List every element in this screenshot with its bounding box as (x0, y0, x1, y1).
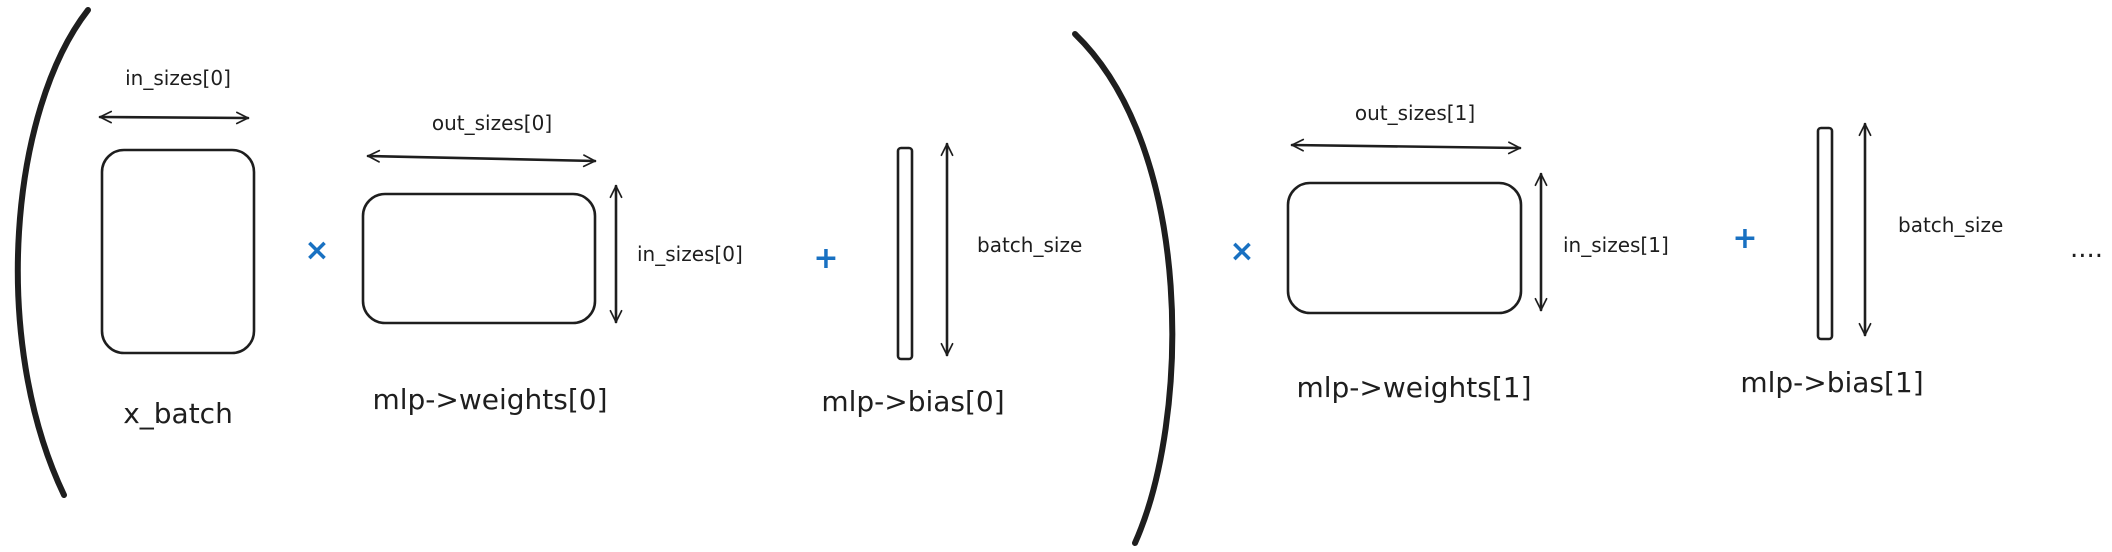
weights1-height-label: in_sizes[1] (1563, 233, 1669, 257)
weights0-matrix (361, 192, 597, 325)
bias1-vector (1816, 126, 1834, 341)
bias0-height-label: batch_size (977, 233, 1082, 257)
bias0-name: mlp->bias[0] (821, 385, 1004, 418)
right-parenthesis (1072, 31, 1176, 546)
x-batch-width-arrow (98, 110, 250, 125)
plus-operator-2: + (1732, 221, 1757, 256)
weights1-width-arrow (1290, 138, 1522, 155)
bias1-name: mlp->bias[1] (1740, 366, 1923, 399)
x-batch-matrix (100, 148, 256, 355)
bias1-height-label: batch_size (1898, 213, 2003, 237)
multiply-operator-2: × (1229, 234, 1254, 269)
weights0-width-arrow (366, 149, 597, 168)
continuation-ellipsis: .... (2070, 234, 2103, 264)
weights1-width-label: out_sizes[1] (1355, 101, 1475, 125)
plus-operator-1: + (813, 241, 838, 276)
bias0-vector (896, 146, 914, 361)
weights0-width-label: out_sizes[0] (432, 111, 552, 135)
x-batch-name: x_batch (123, 397, 233, 430)
x-batch-width-label: in_sizes[0] (125, 66, 231, 90)
weights1-matrix (1286, 181, 1523, 315)
multiply-operator-1: × (304, 233, 329, 268)
left-parenthesis (14, 7, 91, 498)
weights0-height-label: in_sizes[0] (637, 242, 743, 266)
weights1-name: mlp->weights[1] (1296, 371, 1531, 404)
weights0-name: mlp->weights[0] (372, 383, 607, 416)
